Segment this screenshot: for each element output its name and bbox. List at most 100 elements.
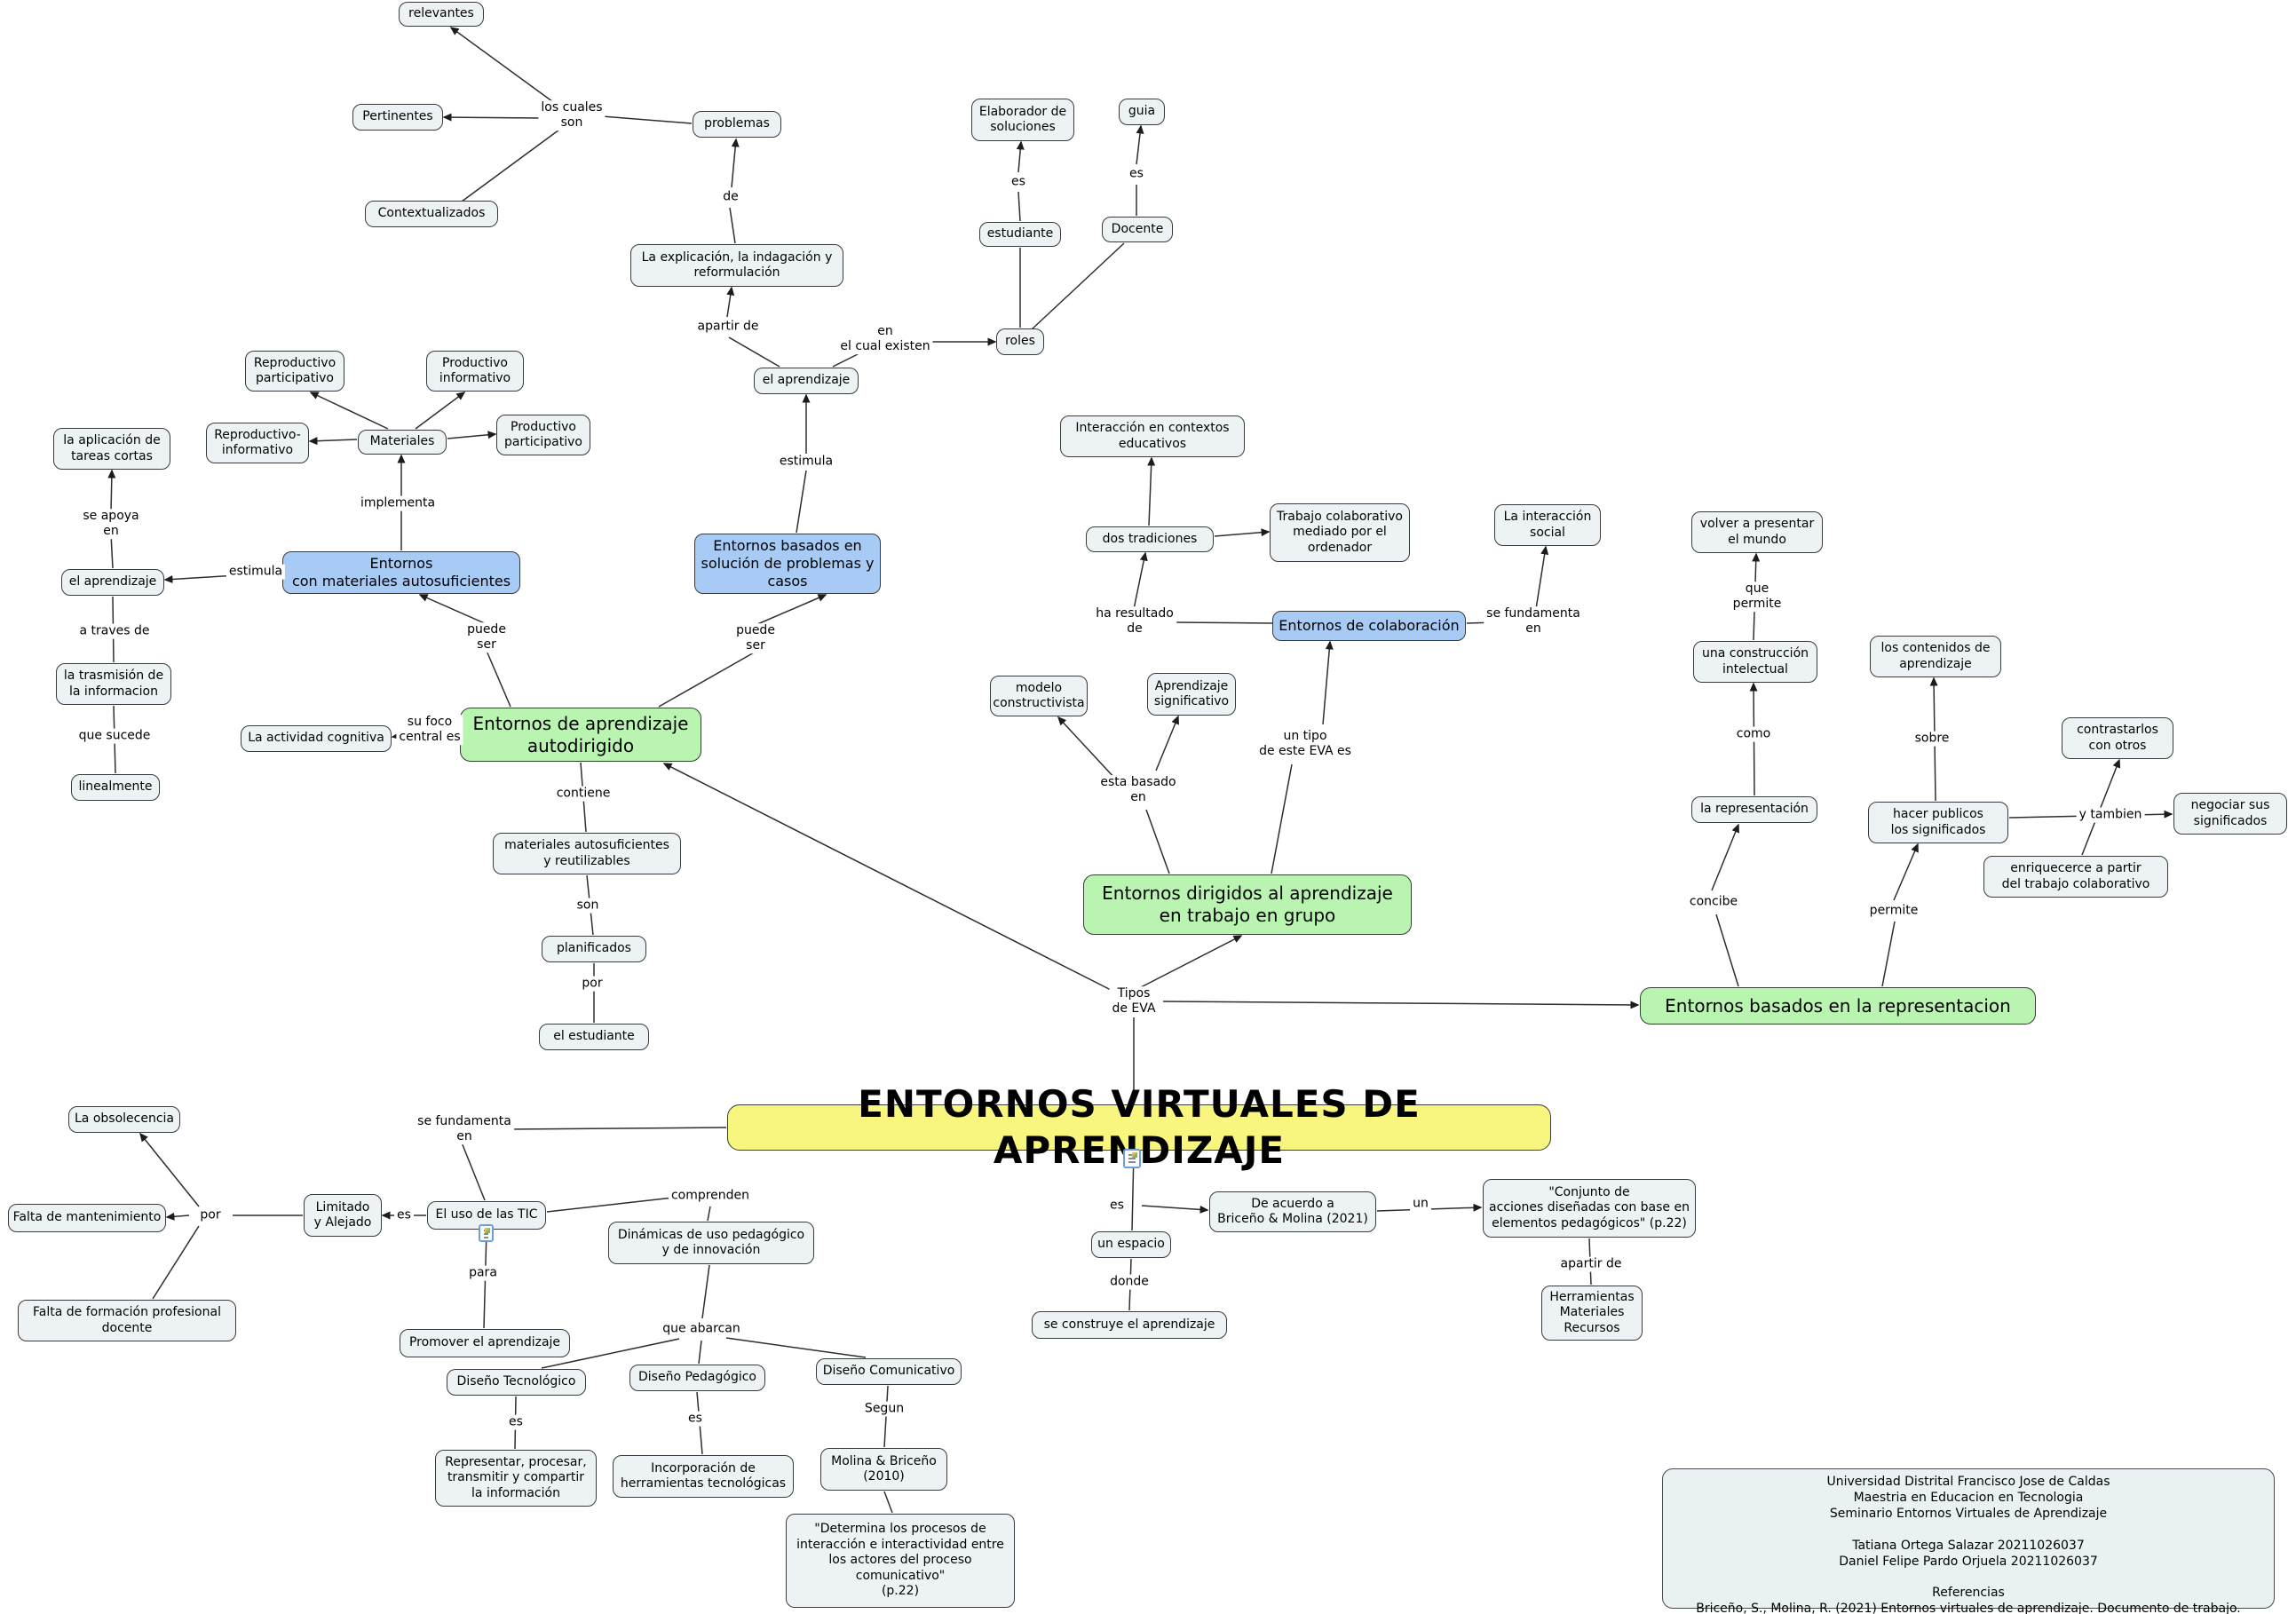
concept-el-aprendizaje-left[interactable]: el aprendizaje <box>61 569 164 596</box>
concept-la-representacion[interactable]: la representación <box>1691 796 1817 823</box>
link-se-fundamenta-en-right[interactable]: se fundamenta en <box>1484 606 1583 637</box>
link-un[interactable]: un <box>1410 1196 1431 1212</box>
link-por-left[interactable]: por <box>197 1207 224 1223</box>
title-entornos-virtuales[interactable]: ENTORNOS VIRTUALES DE APRENDIZAJE <box>727 1082 1551 1172</box>
concept-contenidos-aprendizaje[interactable]: los contenidos de aprendizaje <box>1870 636 2001 677</box>
link-y-tambien[interactable]: y tambien <box>2076 807 2145 823</box>
link-contiene[interactable]: contiene <box>553 786 614 802</box>
concept-negociar[interactable]: negociar sus significados <box>2173 793 2287 835</box>
link-es-eva[interactable]: es <box>1107 1198 1127 1214</box>
concept-enriquecerce[interactable]: enriquecerce a partir del trabajo colabo… <box>1983 856 2168 898</box>
concept-conjunto-acciones[interactable]: "Conjunto de acciones diseñadas con base… <box>1483 1179 1696 1238</box>
concept-contextualizados[interactable]: Contextualizados <box>365 201 498 227</box>
link-implementa[interactable]: implementa <box>357 495 439 511</box>
concept-hacer-publicos[interactable]: hacer publicos los significados <box>1868 802 2008 843</box>
link-concibe[interactable]: concibe <box>1686 894 1741 910</box>
link-como[interactable]: como <box>1733 726 1774 742</box>
link-por-center[interactable]: por <box>579 976 606 992</box>
concept-aprendizaje-significativo[interactable]: Aprendizaje significativo <box>1147 673 1236 716</box>
link-puede-ser-left[interactable]: puede ser <box>464 622 509 653</box>
link-ha-resultado-de[interactable]: ha resultado de <box>1093 606 1176 637</box>
concept-incorporacion[interactable]: Incorporación de herramientas tecnológic… <box>613 1455 794 1498</box>
link-son[interactable]: son <box>574 898 602 914</box>
concept-docente[interactable]: Docente <box>1102 217 1173 242</box>
link-permite[interactable]: permite <box>1866 903 1921 919</box>
concept-elaborador-soluciones[interactable]: Elaborador de soluciones <box>971 99 1074 141</box>
link-apartir-de-bottom[interactable]: apartir de <box>1557 1256 1625 1272</box>
concept-entornos-autodirigido[interactable]: Entornos de aprendizaje autodirigido <box>460 708 701 762</box>
concept-construccion-intelectual[interactable]: una construcción intelectual <box>1693 641 1817 683</box>
concept-el-aprendizaje-top[interactable]: el aprendizaje <box>754 368 859 394</box>
concept-entornos-colaboracion[interactable]: Entornos de colaboración <box>1272 611 1466 641</box>
concept-determina[interactable]: "Determina los procesos de interacción e… <box>786 1514 1015 1608</box>
concept-pertinentes[interactable]: Pertinentes <box>352 104 443 131</box>
concept-aplicacion-tareas[interactable]: la aplicación de tareas cortas <box>53 428 170 470</box>
concept-problemas[interactable]: problemas <box>693 111 781 138</box>
concept-productivo-informativo[interactable]: Productivo informativo <box>426 351 524 392</box>
concept-materiales-reutilizables[interactable]: materiales autosuficientes y reutilizabl… <box>493 833 681 874</box>
link-segun[interactable]: Segun <box>861 1401 907 1417</box>
concept-diseno-pedagogico[interactable]: Diseño Pedagógico <box>629 1365 765 1391</box>
link-sobre[interactable]: sobre <box>1912 731 1952 747</box>
concept-interaccion-contextos[interactable]: Interacción en contextos educativos <box>1060 415 1245 457</box>
concept-relevantes[interactable]: relevantes <box>399 2 484 27</box>
link-que-abarcan[interactable]: que abarcan <box>660 1321 743 1337</box>
concept-reproductivo-informativo[interactable]: Reproductivo- informativo <box>206 423 309 463</box>
concept-de-acuerdo[interactable]: De acuerdo a Briceño & Molina (2021) <box>1209 1191 1376 1232</box>
link-esta-basado-en[interactable]: esta basado en <box>1097 775 1179 805</box>
concept-falta-formacion[interactable]: Falta de formación profesional docente <box>18 1300 236 1341</box>
link-donde[interactable]: donde <box>1107 1274 1152 1290</box>
concept-obsolecencia[interactable]: La obsolecencia <box>68 1106 180 1133</box>
concept-actividad-cognitiva[interactable]: La actividad cognitiva <box>241 725 392 752</box>
link-a-traves-de[interactable]: a traves de <box>76 623 153 639</box>
concept-herramientas[interactable]: Herramientas Materiales Recursos <box>1541 1286 1643 1341</box>
concept-un-espacio[interactable]: un espacio <box>1091 1231 1171 1258</box>
concept-entornos-materiales-autosuficientes[interactable]: Entornos con materiales autosuficientes <box>282 551 520 594</box>
credits-box[interactable]: Universidad Distrital Francisco Jose de … <box>1662 1468 2275 1614</box>
link-que-permite[interactable]: que permite <box>1730 582 1785 612</box>
link-que-sucede[interactable]: que sucede <box>75 728 154 744</box>
link-es-tic[interactable]: es <box>394 1207 414 1223</box>
concept-entornos-dirigidos-grupo[interactable]: Entornos dirigidos al aprendizaje en tra… <box>1083 874 1412 935</box>
concept-el-estudiante[interactable]: el estudiante <box>539 1024 649 1050</box>
link-estimula-center[interactable]: estimula <box>776 454 836 470</box>
link-se-fundamenta-en-left[interactable]: se fundamenta en <box>415 1114 514 1144</box>
concept-representar-procesar[interactable]: Representar, procesar, transmitir y comp… <box>435 1450 597 1507</box>
concept-dos-tradiciones[interactable]: dos tradiciones <box>1086 526 1214 552</box>
concept-promover-aprendizaje[interactable]: Promover el aprendizaje <box>400 1329 570 1357</box>
concept-modelo-constructivista[interactable]: modelo constructivista <box>990 676 1088 716</box>
link-es-estudiante[interactable]: es <box>1009 174 1028 190</box>
concept-diseno-comunicativo[interactable]: Diseño Comunicativo <box>816 1358 962 1385</box>
concept-trasmision-informacion[interactable]: la trasmisión de la informacion <box>56 663 171 705</box>
link-los-cuales-son[interactable]: los cuales son <box>538 100 606 131</box>
link-su-foco-central[interactable]: su foco central es <box>396 715 463 745</box>
link-apartir-de-top[interactable]: apartir de <box>694 319 762 335</box>
concept-explicacion[interactable]: La explicación, la indagación y reformul… <box>630 244 843 287</box>
link-en-el-cual-existen[interactable]: en el cual existen <box>837 324 933 354</box>
concept-entornos-representacion[interactable]: Entornos basados en la representacion <box>1640 987 2036 1025</box>
attachment-icon[interactable] <box>1123 1149 1141 1168</box>
concept-limitado-alejado[interactable]: Limitado y Alejado <box>304 1194 382 1237</box>
link-puede-ser-right[interactable]: puede ser <box>733 623 778 653</box>
link-un-tipo-eva[interactable]: un tipo de este EVA es <box>1256 729 1354 759</box>
link-es-pedagogico[interactable]: es <box>685 1411 705 1427</box>
concept-dinamicas[interactable]: Dinámicas de uso pedagógico y de innovac… <box>608 1222 814 1264</box>
concept-materiales[interactable]: Materiales <box>358 430 447 455</box>
concept-linealmente[interactable]: linealmente <box>71 774 160 801</box>
concept-diseno-tecnologico[interactable]: Diseño Tecnológico <box>447 1369 586 1396</box>
concept-reproductivo-participativo[interactable]: Reproductivo participativo <box>245 351 344 392</box>
link-comprenden[interactable]: comprenden <box>668 1188 753 1204</box>
link-es-tecnologico[interactable]: es <box>506 1414 526 1430</box>
attachment-icon[interactable] <box>479 1224 494 1242</box>
concept-interaccion-social[interactable]: La interacción social <box>1494 504 1601 546</box>
link-tipos-de-eva[interactable]: Tipos de EVA <box>1109 986 1159 1017</box>
concept-estudiante[interactable]: estudiante <box>979 222 1061 247</box>
concept-entornos-solucion-problemas[interactable]: Entornos basados en solución de problema… <box>694 534 881 594</box>
concept-volver-presentar[interactable]: volver a presentar el mundo <box>1691 511 1823 553</box>
concept-se-construye[interactable]: se construye el aprendizaje <box>1032 1311 1227 1339</box>
link-para[interactable]: para <box>466 1265 500 1281</box>
concept-molina-briceno[interactable]: Molina & Briceño (2010) <box>820 1448 947 1491</box>
concept-guia[interactable]: guia <box>1119 99 1165 125</box>
concept-planificados[interactable]: planificados <box>542 936 646 962</box>
concept-falta-mantenimiento[interactable]: Falta de mantenimiento <box>8 1204 166 1232</box>
